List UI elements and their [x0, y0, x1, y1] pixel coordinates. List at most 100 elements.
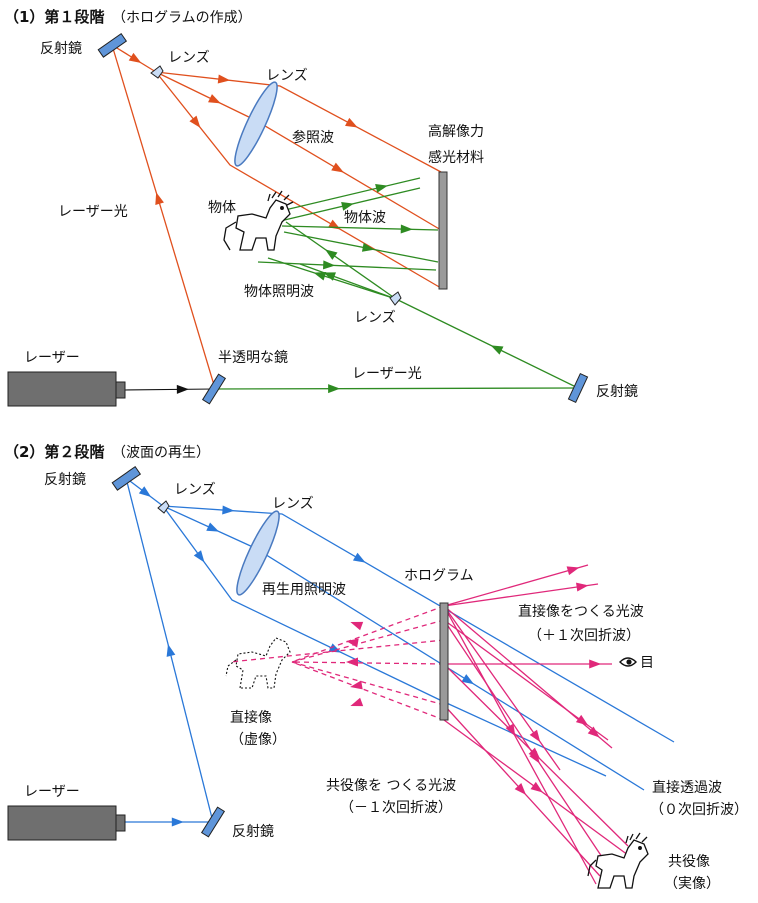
mag-low-3: [443, 605, 561, 771]
laser-output-beam: [124, 384, 215, 394]
blue-ray-mid-arrow-0: [206, 522, 220, 532]
label-reference-wave: 参照波: [292, 129, 334, 146]
stage1-laser-body: [7, 371, 117, 407]
green-obj-4: [283, 231, 439, 263]
virtual-ray-arrow-0: [350, 621, 364, 631]
orange-ray-bottom-arrow-0: [189, 115, 201, 128]
label-direct-wave-line2: （＋１次回折波）: [528, 628, 640, 644]
stage1-horse-object: [223, 190, 294, 251]
orange-ray-up-arrow-0: [155, 192, 164, 206]
orange-ray-bottom-arrow-1: [328, 219, 341, 230]
mag-real-4-arrow-0: [530, 781, 543, 793]
hologram-plate: [439, 602, 449, 721]
stage1-heading: （1）第１段階: [4, 8, 104, 26]
virtual-ray-arrow-3: [350, 680, 363, 690]
label-direct-wave-line1: 直接像をつくる光波: [518, 603, 644, 620]
orange-ray-mid-arrow-0: [208, 94, 221, 104]
diffracted-wave-paths: [229, 564, 633, 885]
label-reconstruction-light: 再生用照明波: [262, 582, 346, 598]
mag-low-2-arrow-0: [575, 714, 589, 726]
orange-ray-top-arrow-0: [217, 74, 231, 84]
orange-ray-bottom: [155, 71, 442, 289]
label-virtual-image-line1: 直接像: [230, 709, 272, 726]
green-ray-return-arrow-0: [490, 345, 504, 355]
orange-ray-top: [155, 71, 442, 173]
orange-ray-top-arrow-1: [345, 117, 358, 128]
label-conjugate-wave-line1: 共役像を つくる光波: [326, 778, 456, 794]
label-real-image-line2: （実像）: [664, 876, 720, 892]
orange-ray-up: [111, 44, 215, 386]
stage1-panel: （1）第１段階 （ホログラムの作成） 反射鏡 レンズ レンズ 参照波 高解像力: [4, 8, 638, 407]
green-obj-4-arrow-0: [361, 242, 375, 252]
stage2-mirror-top: [111, 465, 142, 491]
green-obj-5-arrow-0: [323, 260, 336, 270]
blue-ray-top-arrow-1: [352, 552, 366, 563]
label-laser-light-left: レーザー光: [58, 204, 128, 220]
mag-real-2: [443, 619, 613, 873]
label-illumination-wave: 物体照明波: [244, 284, 314, 300]
real-image-horse: [587, 832, 649, 889]
stage1-mirror-right: [567, 372, 589, 404]
stage1-laser-nozzle: [115, 381, 126, 399]
label-real-image-line1: 共役像: [668, 854, 710, 870]
label-lens-illumination: レンズ: [354, 310, 396, 326]
mag-low-3-arrow-0: [529, 729, 541, 743]
green-ray-bottom: [213, 387, 579, 390]
label-transmitted-wave-line1: 直接透過波: [652, 779, 722, 796]
stage2-mirror-bottom: [200, 806, 226, 838]
mag-real-1: [443, 605, 597, 885]
green-ill-2-arrow-0: [325, 249, 338, 260]
mag-up-1-arrow-0: [576, 582, 589, 592]
blue-ray-top: [162, 505, 675, 743]
mag-up-1: [443, 583, 599, 607]
eye-icon: [619, 657, 637, 667]
stage2-lens-big: [236, 510, 280, 596]
green-obj-3-arrow-0: [400, 224, 413, 234]
green-ill-2: [285, 221, 397, 300]
green-ray-return: [395, 298, 579, 389]
blue-ray-mid-arrow-1: [461, 674, 475, 685]
label-mirror-top: 反射鏡: [40, 41, 82, 57]
label-stage2-lens-small: レンズ: [174, 482, 216, 498]
blue-ray-bottom-arrow-1: [328, 643, 342, 653]
stage2-laser-body: [7, 805, 117, 841]
green-obj-1-arrow-0: [375, 184, 388, 193]
label-virtual-image-line2: （虚像）: [230, 732, 286, 748]
mag-dash-5: [291, 661, 445, 721]
virtual-ray-arrow-4: [350, 697, 364, 707]
half-mirror: [201, 373, 227, 405]
mag-up-2-arrow-0: [566, 566, 580, 576]
label-hologram: ホログラム: [404, 568, 474, 584]
label-material-line1: 高解像力: [428, 123, 484, 140]
stage1-lens-big: [234, 81, 278, 167]
label-object-wave: 物体波: [344, 210, 386, 226]
blue-ray-top-arrow-0: [222, 505, 235, 515]
label-mirror-right: 反射鏡: [596, 384, 638, 400]
green-ill-1-arrow-0: [313, 271, 327, 281]
virtual-ray-arrow-2: [346, 657, 358, 667]
label-stage2-mirror-bottom: 反射鏡: [232, 824, 274, 840]
blue-ray-to-lens-arrow-0: [138, 486, 152, 498]
green-obj-1: [267, 177, 421, 215]
mag-dash-3: [291, 661, 445, 665]
photosensitive-plate: [438, 171, 448, 290]
object-beam-paths: [213, 177, 579, 394]
label-conjugate-wave-line2: （－１次回折波）: [340, 800, 452, 816]
blue-ray-bottom-arrow-0: [193, 550, 205, 563]
label-laser: レーザー: [24, 350, 80, 366]
label-lens-big: レンズ: [266, 68, 308, 84]
label-stage2-mirror-top: 反射鏡: [44, 472, 86, 488]
green-obj-3: [281, 225, 439, 231]
label-stage2-laser: レーザー: [24, 784, 80, 800]
mag-dash-4: [291, 661, 445, 706]
mag-eye-arrow-0: [589, 659, 602, 669]
green-ray-bottom-arrow-0: [328, 384, 341, 394]
label-stage2-lens-big: レンズ: [272, 496, 314, 512]
blue-ray-laser-arrow-0: [171, 817, 184, 827]
label-eye: 目: [640, 655, 654, 671]
virtual-ray-arrow-1: [346, 638, 359, 648]
stage2-heading: （2）第２段階: [4, 443, 104, 461]
stage1-lens-illumination: [389, 291, 402, 306]
label-half-mirror: 半透明な鏡: [218, 350, 288, 366]
